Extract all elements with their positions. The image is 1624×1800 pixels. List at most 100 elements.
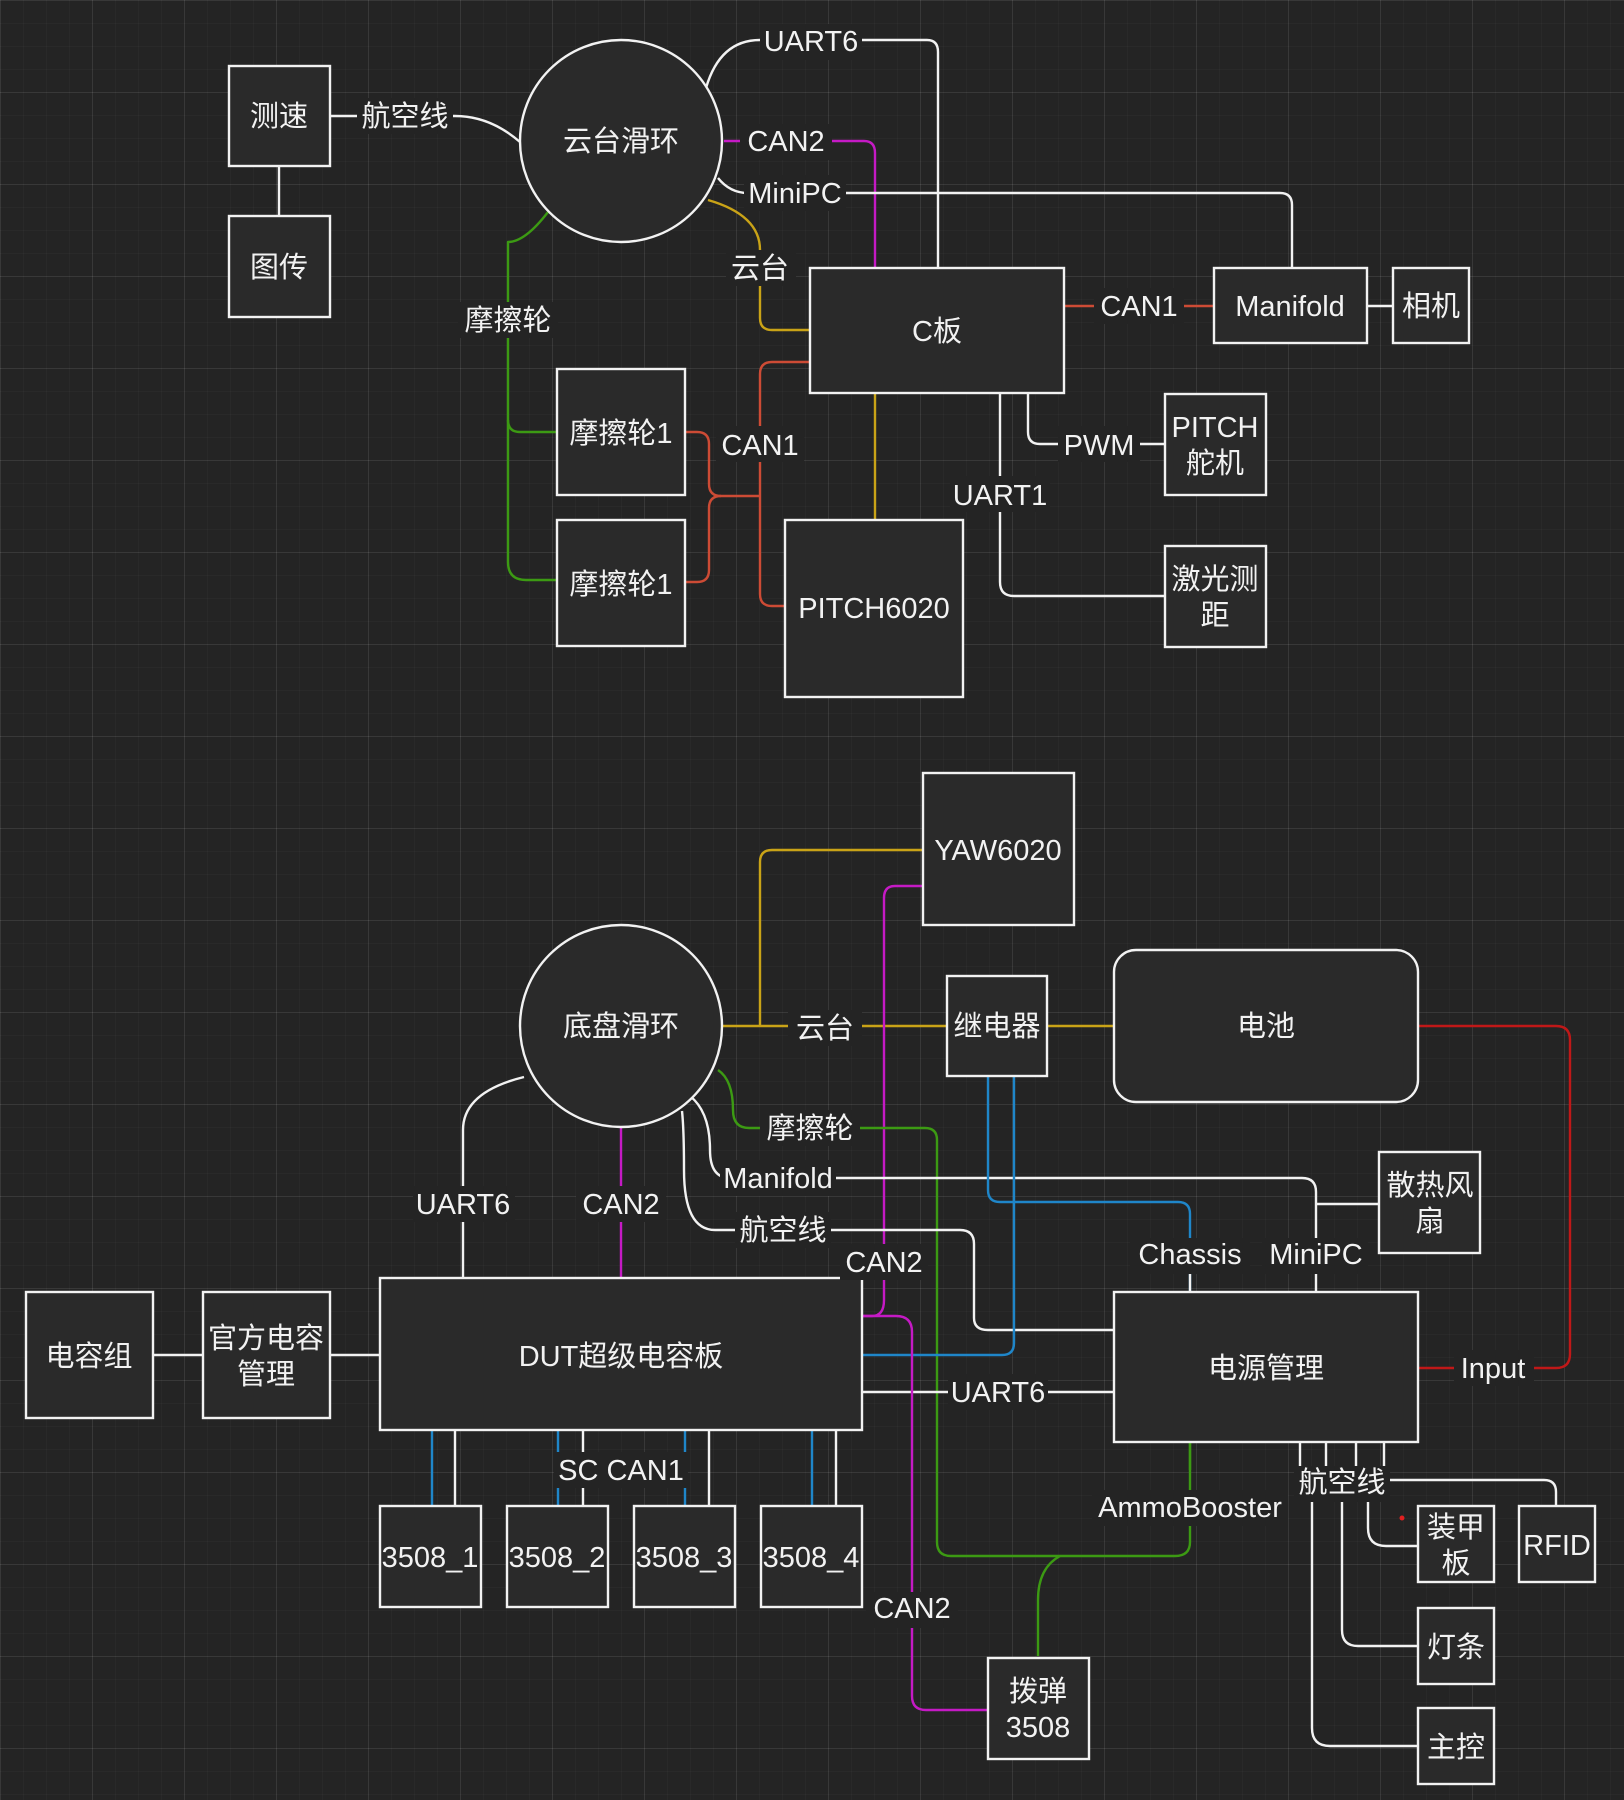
label-friction-bottom: 摩擦轮	[766, 1112, 853, 1145]
node-3508-2-label: 3508_2	[509, 1542, 606, 1574]
node-battery: 电池	[1112, 948, 1420, 1104]
node-laser-range-line1: 激光测	[1171, 563, 1258, 596]
node-speed-label: 测速	[250, 100, 308, 133]
label-uart1: UART1	[953, 480, 1048, 512]
node-armor-line2: 板	[1441, 1547, 1470, 1580]
node-gimbal-slip-ring: 云台滑环	[518, 38, 724, 244]
node-friction-1b-label: 摩擦轮1	[569, 568, 672, 601]
node-main-ctrl-label: 主控	[1427, 1731, 1485, 1764]
label-aviation-wire-bottom: 航空线	[1298, 1466, 1385, 1499]
wire-speed-slipring	[330, 114, 521, 143]
node-official-cap-mgmt-line2: 管理	[237, 1358, 295, 1391]
wire-aviation-mid	[680, 1110, 1114, 1332]
label-can2-slip: CAN2	[582, 1189, 659, 1221]
wire-can1-friction	[758, 360, 810, 608]
node-loader-3508: 拨弹 3508	[986, 1656, 1091, 1761]
wire-can2-loader	[862, 1314, 988, 1712]
node-chassis-slip-ring-label: 底盘滑环	[563, 1010, 679, 1043]
node-light-bar: 灯条	[1416, 1606, 1496, 1686]
wire-manifold-bottom	[689, 1095, 1318, 1292]
node-friction-1a: 摩擦轮1	[555, 367, 687, 497]
node-armor: 装甲板	[1416, 1504, 1496, 1584]
node-gimbal-slip-ring-label: 云台滑环	[563, 125, 679, 158]
wire-can1-friction1b	[685, 494, 722, 584]
node-speed: 测速	[227, 64, 332, 168]
label-ammobooster: AmmoBooster	[1098, 1492, 1282, 1524]
node-official-cap-mgmt-line1: 官方电容	[208, 1322, 324, 1355]
wire-aviation-light	[1340, 1500, 1418, 1648]
label-gimbal-bottom: 云台	[796, 1012, 854, 1045]
node-main-ctrl: 主控	[1416, 1706, 1496, 1786]
node-friction-1b: 摩擦轮1	[555, 518, 687, 648]
node-yaw6020: YAW6020	[921, 771, 1076, 927]
wire-aviation-bottom	[1298, 1442, 1386, 1470]
node-video-tx: 图传	[227, 214, 332, 319]
node-3508-1-label: 3508_1	[382, 1542, 479, 1574]
label-gimbal-top: 云台	[731, 252, 789, 285]
node-video-tx-label: 图传	[250, 251, 308, 284]
node-relay: 继电器	[945, 974, 1049, 1078]
red-dot-marker	[1399, 1515, 1405, 1521]
wire-can1-friction1a	[685, 430, 760, 498]
node-manifold: Manifold	[1212, 266, 1369, 345]
node-dut-supercap-label: DUT超级电容板	[519, 1340, 724, 1373]
wire-pwm	[1026, 393, 1165, 446]
node-manifold-label: Manifold	[1235, 291, 1345, 323]
label-uart6-power: UART6	[951, 1377, 1046, 1409]
node-loader-3508-line2: 3508	[1006, 1712, 1071, 1744]
node-pitch-servo-line2: 舵机	[1186, 447, 1244, 480]
node-cooling-fan-line2: 扇	[1415, 1205, 1444, 1238]
node-pitch-servo-line1: PITCH	[1172, 412, 1259, 444]
node-power-mgmt: 电源管理	[1112, 1290, 1420, 1444]
label-minipc-bottom: MiniPC	[1269, 1239, 1362, 1271]
label-input: Input	[1461, 1353, 1526, 1385]
node-armor-line1: 装甲	[1427, 1511, 1485, 1544]
node-battery-label: 电池	[1237, 1010, 1295, 1043]
node-cooling-fan-line1: 散热风	[1386, 1169, 1473, 1202]
node-3508-1: 3508_1	[378, 1504, 483, 1609]
label-manifold-wire: Manifold	[723, 1163, 833, 1195]
wire-labels: 航空线 UART6 CAN2 MiniPC 云台 摩擦轮 CAN1 CAN1 P…	[357, 24, 1534, 1628]
label-uart6-bottom: UART6	[416, 1189, 511, 1221]
node-c-board: C板	[808, 266, 1066, 395]
wire-friction-top	[506, 211, 557, 582]
wire-battery-input	[1418, 1024, 1572, 1370]
label-chassis: Chassis	[1138, 1239, 1241, 1271]
wire-gimbal-yaw	[758, 848, 923, 1026]
label-can2-yaw: CAN2	[845, 1247, 922, 1279]
wire-uart6-bottom	[461, 1075, 525, 1278]
node-power-mgmt-label: 电源管理	[1208, 1352, 1324, 1385]
label-can2-top: CAN2	[747, 126, 824, 158]
label-pwm: PWM	[1064, 430, 1135, 462]
wire-friction-split	[506, 419, 557, 434]
label-can2-loader: CAN2	[873, 1593, 950, 1625]
node-friction-1a-label: 摩擦轮1	[569, 417, 672, 450]
node-rfid: RFID	[1517, 1504, 1597, 1584]
wire-minipc-top	[717, 177, 1294, 268]
wire-aviation-main	[1310, 1500, 1418, 1748]
node-camera-label: 相机	[1402, 290, 1460, 323]
wire-can2-top	[724, 139, 877, 268]
node-c-board-label: C板	[912, 315, 962, 348]
wire-friction-loader	[1036, 1554, 1061, 1656]
label-can1-cboard: CAN1	[1100, 291, 1177, 323]
node-light-bar-label: 灯条	[1427, 1631, 1485, 1664]
label-friction-top: 摩擦轮	[464, 304, 551, 337]
label-sc-can1: SC CAN1	[558, 1455, 684, 1487]
label-minipc-top: MiniPC	[748, 178, 841, 210]
node-3508-3-label: 3508_3	[636, 1542, 733, 1574]
node-3508-4-label: 3508_4	[763, 1542, 860, 1574]
node-loader-3508-line1: 拨弹	[1009, 1675, 1067, 1708]
node-yaw6020-label: YAW6020	[934, 835, 1061, 867]
label-uart6-top: UART6	[764, 26, 859, 58]
node-capacitor-group: 电容组	[24, 1290, 155, 1420]
wire-uart1	[998, 393, 1165, 598]
node-relay-label: 继电器	[953, 1010, 1040, 1043]
node-capacitor-group-label: 电容组	[45, 1340, 132, 1373]
label-aviation-wire-mid: 航空线	[739, 1214, 826, 1247]
